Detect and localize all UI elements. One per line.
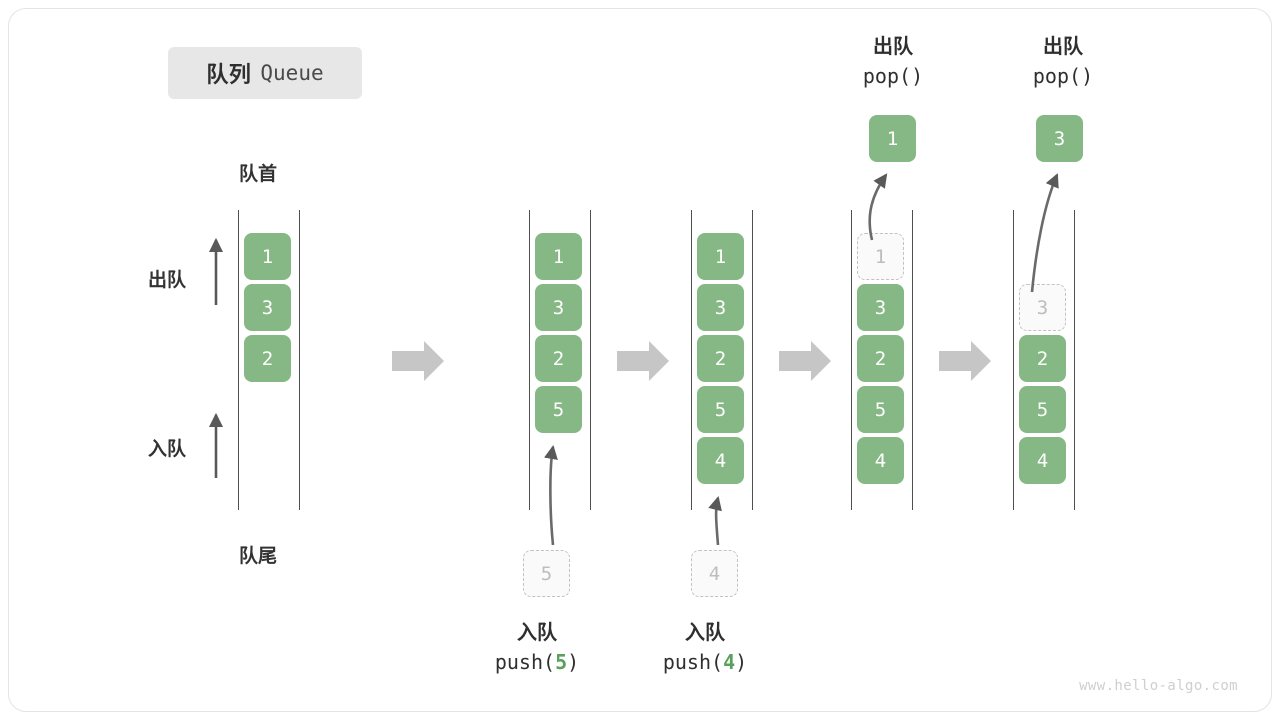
queue-cell-ghost: 3 — [1019, 284, 1066, 331]
queue-cell: 2 — [1019, 335, 1066, 382]
pop-1-operation-label: 出队 pop() — [793, 33, 993, 91]
queue-cell: 3 — [697, 284, 744, 331]
queue-rail-right — [299, 210, 300, 510]
push-4-operation-code: push(4) — [605, 648, 805, 677]
queue-rail-left — [1013, 210, 1014, 510]
queue-column-after-pop-3: 3 2 5 4 — [1013, 210, 1075, 510]
queue-rail-left — [529, 210, 530, 510]
queue-cell: 5 — [697, 386, 744, 433]
queue-rail-right — [752, 210, 753, 510]
diagram-title-badge: 队列 Queue — [168, 47, 362, 99]
incoming-element-ghost: 4 — [691, 550, 738, 597]
push-4-code-suffix: ) — [735, 650, 748, 674]
queue-cell: 2 — [535, 335, 582, 382]
queue-cell: 4 — [1019, 437, 1066, 484]
queue-cell: 2 — [697, 335, 744, 382]
queue-cell: 2 — [244, 335, 291, 382]
watermark: www.hello-algo.com — [1079, 678, 1238, 694]
push-4-operation-name: 入队 — [685, 622, 725, 644]
queue-cell: 2 — [857, 335, 904, 382]
pop-3-operation-label: 出队 pop() — [963, 33, 1163, 91]
popped-element-3: 3 — [1036, 115, 1083, 162]
push-4-code-value: 4 — [723, 650, 736, 674]
pop-3-code-suffix: ) — [1081, 64, 1094, 88]
push-4-operation-label: 入队 push(4) — [605, 619, 805, 677]
tail-label: 队尾 — [239, 546, 278, 567]
queue-cell: 3 — [857, 284, 904, 331]
queue-cell: 1 — [697, 233, 744, 280]
push-5-code-value: 5 — [555, 650, 568, 674]
push-5-code-suffix: ) — [567, 650, 580, 674]
pop-1-operation-name: 出队 — [873, 36, 913, 58]
queue-rail-right — [1074, 210, 1075, 510]
queue-cell: 3 — [535, 284, 582, 331]
queue-cell: 3 — [244, 284, 291, 331]
queue-column-initial: 1 3 2 — [238, 210, 300, 510]
queue-column-after-push-4: 1 3 2 5 4 — [691, 210, 753, 510]
pop-3-operation-name: 出队 — [1043, 36, 1083, 58]
queue-cell: 4 — [697, 437, 744, 484]
queue-column-after-push-5: 1 3 2 5 — [529, 210, 591, 510]
title-chinese: 队列 — [206, 62, 252, 87]
queue-cell: 5 — [857, 386, 904, 433]
queue-cell: 5 — [1019, 386, 1066, 433]
queue-cell: 5 — [535, 386, 582, 433]
push-5-operation-name: 入队 — [517, 622, 557, 644]
queue-cell: 1 — [244, 233, 291, 280]
incoming-element-ghost: 5 — [523, 550, 570, 597]
pop-1-operation-code: pop() — [793, 62, 993, 91]
queue-rail-right — [912, 210, 913, 510]
diagram-card — [8, 8, 1272, 712]
queue-rail-left — [851, 210, 852, 510]
queue-cell-ghost: 1 — [857, 233, 904, 280]
queue-rail-left — [691, 210, 692, 510]
push-4-code-prefix: push( — [662, 650, 724, 674]
push-5-code-prefix: push( — [494, 650, 556, 674]
title-english: Queue — [260, 61, 324, 85]
dequeue-label: 出队 — [148, 270, 187, 291]
head-label: 队首 — [239, 164, 278, 185]
queue-rail-right — [590, 210, 591, 510]
pop-3-operation-code: pop() — [963, 62, 1163, 91]
queue-cell: 1 — [535, 233, 582, 280]
popped-element-1: 1 — [869, 115, 916, 162]
queue-column-after-pop-1: 1 3 2 5 4 — [851, 210, 913, 510]
push-5-operation-code: push(5) — [437, 648, 637, 677]
push-5-operation-label: 入队 push(5) — [437, 619, 637, 677]
queue-cell: 4 — [857, 437, 904, 484]
pop-1-code-prefix: pop( — [862, 64, 912, 88]
pop-1-code-suffix: ) — [911, 64, 924, 88]
enqueue-label: 入队 — [148, 439, 187, 460]
queue-rail-left — [238, 210, 239, 510]
pop-3-code-prefix: pop( — [1032, 64, 1082, 88]
